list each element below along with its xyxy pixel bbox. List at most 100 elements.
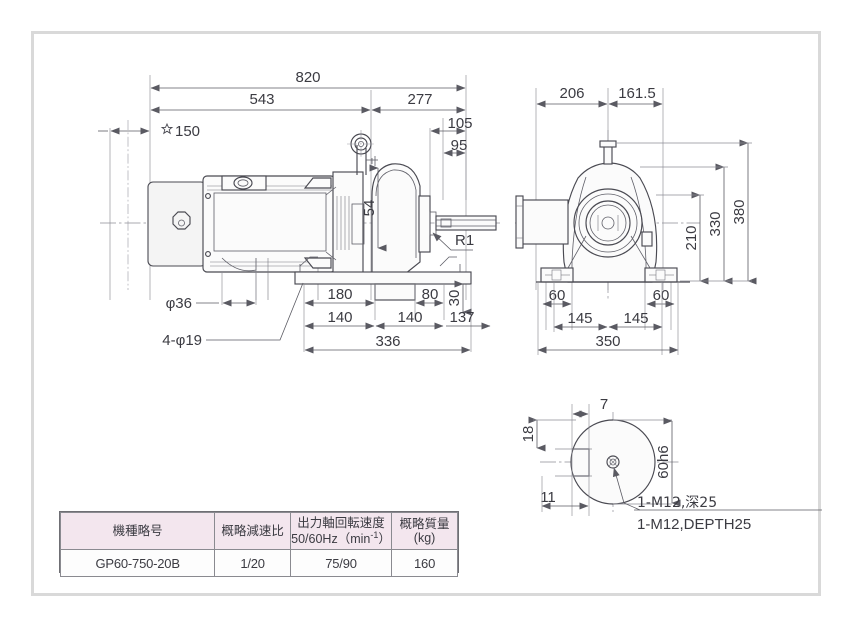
dim-value-336: 336: [375, 333, 400, 350]
dim-value-543: 543: [249, 91, 274, 108]
dim-60h6: 60h6: [655, 417, 681, 507]
dim-foot-60-right: 60: [646, 287, 675, 308]
foot-gusset: [299, 256, 457, 267]
dim-350: 350: [537, 333, 679, 354]
speed-unit-exponent: -1: [370, 529, 379, 540]
dim-star-150: 150: [98, 123, 200, 140]
side-view: 206 161.5: [515, 85, 757, 355]
terminal-box: [221, 175, 267, 191]
dim-key-11: 11: [540, 489, 589, 510]
side-breather-cap: [599, 140, 617, 148]
tap-note-en: 1-M12,DEPTH25: [637, 516, 751, 533]
dim-phi36: φ36: [166, 295, 256, 312]
star-symbol-icon: [161, 123, 173, 134]
output-seal: [429, 211, 437, 236]
dim-95: 95: [443, 137, 468, 157]
terminal-box-lid: [233, 176, 253, 190]
dim-137: 137: [446, 309, 491, 330]
col-header-speed: 出力軸回転速度 50/60Hz（min-1）: [289, 512, 393, 550]
dim-206: 206: [536, 85, 608, 108]
dim-145-right: 145: [608, 310, 663, 331]
tap-note-jp: 1-M12,深25: [637, 495, 717, 511]
cell-model: GP60-750-20B: [59, 549, 216, 577]
motor-inner-body: [213, 192, 327, 252]
front-view: 820 543 277 150 105: [98, 69, 500, 354]
dim-key-18: 18: [520, 416, 546, 452]
output-bore-circle-inner: [589, 204, 627, 242]
dim-value-140-a: 140: [327, 309, 352, 326]
side-height-extension-lines: [616, 142, 752, 282]
dim-value-80: 80: [422, 286, 439, 303]
col-header-ratio: 概略減速比: [214, 512, 291, 550]
dim-value-350: 350: [595, 333, 620, 350]
dim-value-145-left: 145: [567, 310, 592, 327]
fan-cover-center: [178, 219, 185, 227]
dim-value-150: 150: [175, 123, 200, 140]
dim-value-30: 30: [446, 290, 463, 307]
dim-value-180: 180: [327, 286, 352, 303]
leader-r1: R1: [432, 232, 474, 251]
leader-tap-note: 1-M12,深25 1-M12,DEPTH25: [612, 467, 822, 533]
base-center-block: [374, 283, 416, 301]
dim-overall-820: 820: [150, 69, 466, 92]
dim-value-18: 18: [520, 426, 537, 443]
dim-value-161-5: 161.5: [618, 85, 656, 102]
side-gussets: [567, 235, 651, 269]
breather-cap-inner: [357, 140, 364, 147]
shaft-detail-extension-lines: [555, 404, 672, 516]
dim-value-7: 7: [600, 396, 608, 413]
col-header-model: 機種略号: [59, 512, 216, 550]
breather-plug: [347, 130, 375, 175]
cell-mass: 160: [391, 549, 458, 577]
motor-bolt-bottom: [205, 251, 211, 257]
side-motor-adapter: [521, 199, 569, 245]
page-frame: [31, 31, 821, 596]
output-shaft: [435, 215, 497, 231]
dim-value-380: 380: [731, 199, 748, 224]
dim-value-820: 820: [295, 69, 320, 86]
output-tap-hole: [601, 216, 615, 230]
side-breather-stem: [603, 145, 613, 165]
dim-value-54: 54: [361, 200, 378, 217]
gearbox-bottom-boss: [303, 257, 332, 269]
dim-140-a: 140: [304, 309, 375, 330]
col-header-speed-line2: 50/60Hz（min-1）: [291, 530, 391, 546]
col-header-speed-line1: 出力軸回転速度: [297, 515, 385, 530]
gearbox-adapter-flange: [332, 171, 364, 279]
dim-foot-60-left: 60: [542, 287, 572, 308]
cell-speed: 75/90: [289, 549, 393, 577]
dim-80: 80: [415, 286, 444, 307]
motor-fan-cover: [147, 181, 207, 267]
dim-330: 330: [707, 163, 733, 285]
input-bearing: [351, 203, 365, 245]
side-foot-bolt-holes: [545, 269, 674, 281]
shaft-end-detail-view: 7 18 11 60h6 1-M12,深2: [520, 396, 822, 533]
speed-unit-prefix: 50/60Hz（min: [291, 532, 371, 547]
speed-unit-suffix: ）: [378, 532, 391, 547]
output-flange-circle: [573, 188, 643, 258]
col-header-mass-line2: (kg): [413, 531, 436, 545]
dim-336: 336: [304, 333, 471, 354]
dim-54: 54: [361, 164, 387, 252]
col-header-mass: 概略質量 (kg): [391, 512, 458, 550]
dim-105: 105: [430, 115, 473, 135]
shaft-center-tap-inner: [609, 458, 617, 466]
dim-value-105: 105: [447, 115, 472, 132]
fan-cover-hub: [172, 211, 191, 230]
dim-value-137: 137: [449, 309, 474, 326]
specification-table: 機種略号 概略減速比 出力軸回転速度 50/60Hz（min-1） 概略質量 (…: [59, 511, 459, 577]
output-flange-circle-inner: [578, 193, 638, 253]
dim-value-60-right: 60: [653, 287, 670, 304]
col-header-mass-line1: 概略質量: [399, 517, 450, 531]
output-bore-circle: [585, 200, 631, 246]
dim-value-145-right: 145: [623, 310, 648, 327]
cell-ratio: 1/20: [214, 549, 291, 577]
dim-value-95: 95: [451, 137, 468, 154]
dim-value-4phi19: 4-φ19: [162, 332, 202, 349]
shaft-keyway: [440, 218, 452, 228]
dim-key-7: 7: [572, 396, 608, 418]
dim-value-206: 206: [559, 85, 584, 102]
table-row: GP60-750-20B 1/20 75/90 160: [59, 549, 458, 577]
